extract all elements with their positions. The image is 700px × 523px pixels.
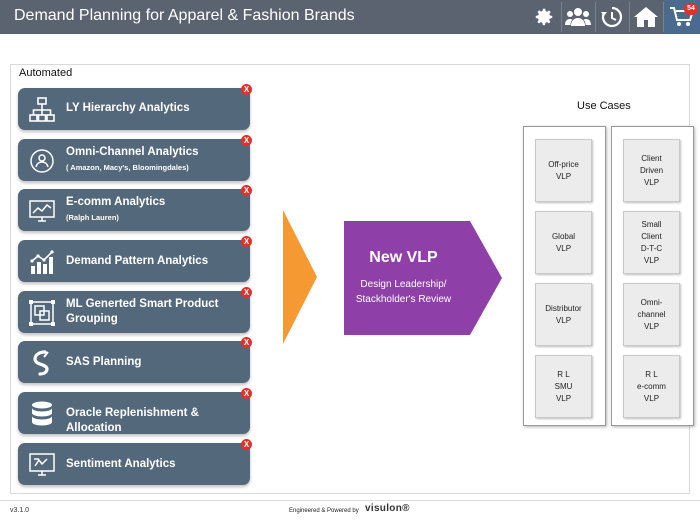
remove-button[interactable]: X — [241, 236, 252, 247]
card-subtitle: ( Amazon, Macy's, Bloomingdales) — [66, 163, 189, 172]
remove-button[interactable]: X — [241, 185, 252, 196]
new-vlp-title: New VLP — [369, 249, 438, 266]
section-label: Automated — [19, 67, 73, 79]
hierarchy-icon — [28, 96, 56, 124]
remove-button[interactable]: X — [241, 135, 252, 146]
version-label: v3.1.0 — [10, 507, 30, 514]
card-title: ML Generted Smart Product Grouping — [66, 298, 219, 325]
card-title: Oracle Replenishment & Allocation — [66, 407, 199, 434]
use-case-box[interactable]: Omni- channel VLP — [623, 283, 680, 346]
card-title: Omni-Channel Analytics — [66, 146, 199, 158]
use-case-box[interactable]: R L e-comm VLP — [623, 355, 680, 418]
card-oracle-replenishment[interactable]: Oracle Replenishment & Allocation — [18, 392, 250, 434]
card-omni-channel[interactable]: Omni-Channel Analytics ( Amazon, Macy's,… — [18, 139, 250, 181]
cart-count-badge: 54 — [684, 3, 698, 15]
use-case-column-right: Client Driven VLP Small Client D-T-C VLP… — [611, 126, 694, 426]
sas-icon — [28, 349, 56, 377]
database-icon — [28, 400, 56, 428]
users-icon[interactable] — [563, 3, 593, 31]
sentiment-icon — [28, 451, 56, 479]
use-case-box[interactable]: Global VLP — [535, 211, 592, 274]
home-icon[interactable] — [631, 3, 661, 31]
flow-arrow-icon — [283, 210, 317, 344]
card-sas-planning[interactable]: SAS Planning — [18, 341, 250, 383]
card-title: E-comm Analytics — [66, 196, 166, 208]
use-case-box[interactable]: Distributor VLP — [535, 283, 592, 346]
footer-divider — [0, 500, 700, 501]
card-title: SAS Planning — [66, 356, 142, 368]
use-case-box[interactable]: Small Client D-T-C VLP — [623, 211, 680, 274]
gear-icon[interactable] — [530, 3, 558, 31]
new-vlp-shape — [344, 221, 502, 335]
remove-button[interactable]: X — [241, 287, 252, 298]
card-subtitle: (Ralph Lauren) — [66, 213, 119, 222]
card-ecomm[interactable]: E-comm Analytics (Ralph Lauren) — [18, 189, 250, 231]
card-demand-pattern[interactable]: Demand Pattern Analytics — [18, 240, 250, 282]
use-case-box[interactable]: Client Driven VLP — [623, 139, 680, 202]
card-ly-hierarchy[interactable]: LY Hierarchy Analytics — [18, 88, 250, 130]
remove-button[interactable]: X — [241, 84, 252, 95]
monitor-chart-icon — [28, 197, 56, 225]
card-title: Demand Pattern Analytics — [66, 255, 209, 267]
grouping-icon — [28, 299, 56, 327]
app-title: Demand Planning for Apparel & Fashion Br… — [14, 7, 355, 24]
card-title: Sentiment Analytics — [66, 458, 176, 470]
use-cases-label: Use Cases — [577, 100, 631, 112]
use-case-box[interactable]: Off-price VLP — [535, 139, 592, 202]
card-sentiment[interactable]: Sentiment Analytics — [18, 443, 250, 485]
remove-button[interactable]: X — [241, 388, 252, 399]
card-ml-grouping[interactable]: ML Generted Smart Product Grouping — [18, 291, 250, 333]
use-case-column-left: Off-price VLP Global VLP Distributor VLP… — [523, 126, 606, 426]
omnichannel-icon — [28, 147, 56, 175]
top-bar: Demand Planning for Apparel & Fashion Br… — [0, 0, 700, 34]
bar-chart-icon — [28, 248, 56, 276]
powered-by-label: Engineered & Powered by — [289, 508, 359, 514]
brand-logo: visulon® — [365, 503, 410, 514]
remove-button[interactable]: X — [241, 337, 252, 348]
use-case-box[interactable]: R L SMU VLP — [535, 355, 592, 418]
history-icon[interactable] — [597, 3, 627, 31]
remove-button[interactable]: X — [241, 439, 252, 450]
card-title: LY Hierarchy Analytics — [66, 102, 190, 114]
new-vlp-subtitle: Design Leadership/ Stackholder's Review — [355, 279, 452, 305]
